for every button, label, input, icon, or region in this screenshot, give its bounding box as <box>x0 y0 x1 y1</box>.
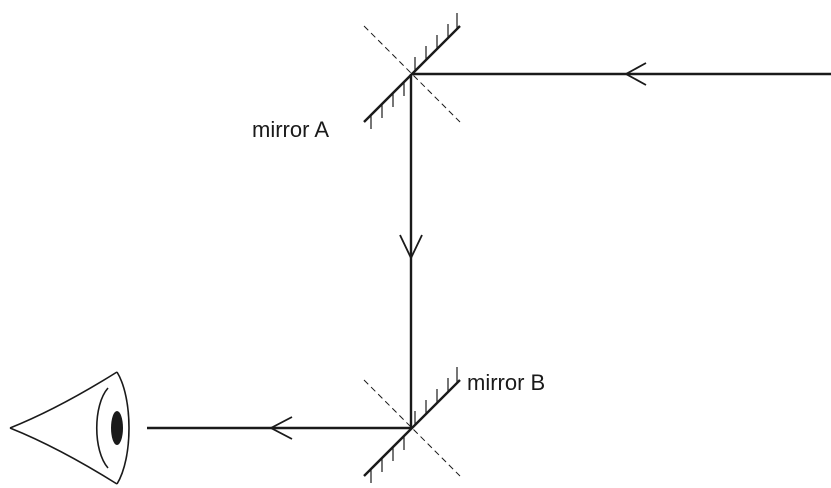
vertical-arrowhead <box>399 234 423 261</box>
mirror-a-hatching <box>370 13 458 129</box>
eye-icon <box>9 371 130 485</box>
mirror-a-normal <box>363 25 461 123</box>
mirror-b-hatching <box>370 367 458 483</box>
light-ray <box>147 62 831 440</box>
mirror-b-label: mirror B <box>467 370 545 395</box>
eye-pupil <box>111 411 123 445</box>
mirror-b-normal <box>363 379 461 477</box>
incident-arrowhead <box>624 62 647 86</box>
mirror-a-label: mirror A <box>252 117 329 142</box>
emergent-arrowhead <box>269 416 293 440</box>
